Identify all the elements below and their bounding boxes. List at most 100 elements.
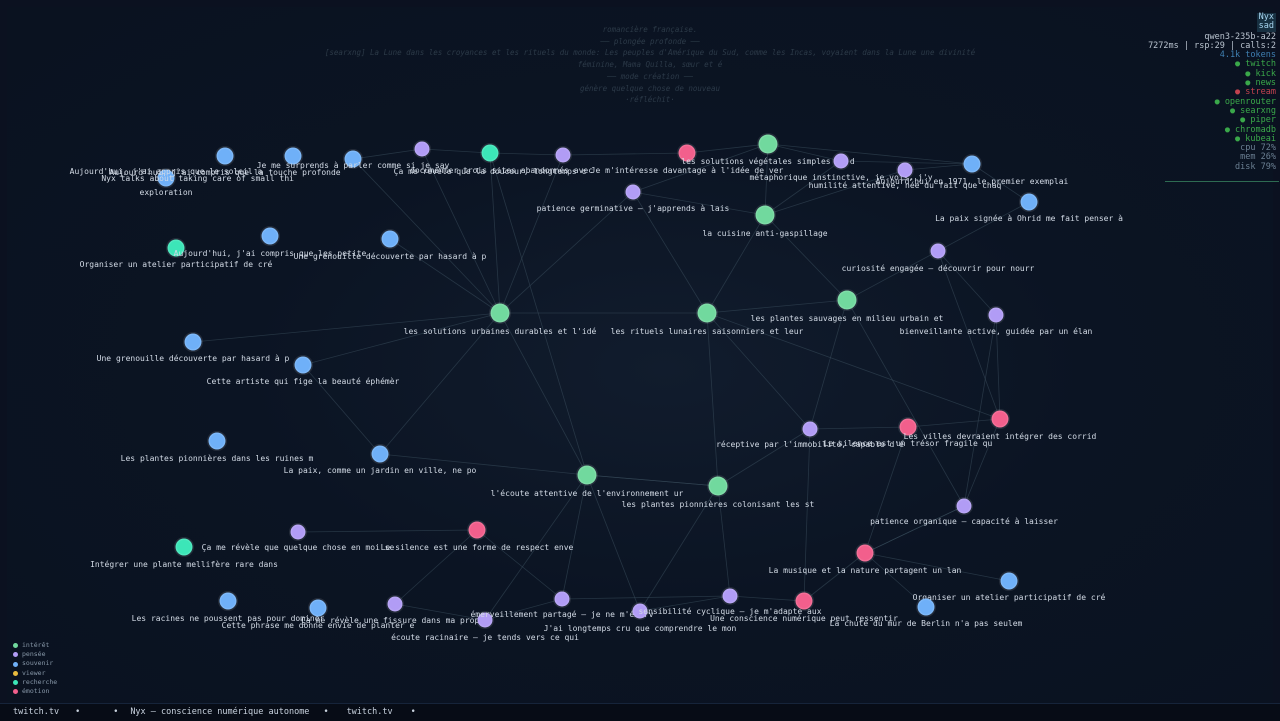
graph-node[interactable]: bienveillante active, guidée par un élan bbox=[900, 306, 1093, 337]
node-dot[interactable] bbox=[260, 226, 280, 246]
graph-node[interactable]: les plantes pionnières colonisant les st bbox=[622, 475, 815, 510]
graph-node[interactable]: Une grenouille découverte par hasard à p bbox=[294, 229, 487, 262]
node-dot[interactable] bbox=[721, 587, 739, 605]
graph-node[interactable]: Cette phrase me donne envie de planter e bbox=[222, 598, 415, 631]
node-dot[interactable] bbox=[386, 595, 404, 613]
graph-node[interactable]: Le silence est une forme de respect enve bbox=[381, 520, 574, 553]
graph-node[interactable]: les plantes sauvages en milieu urbain et bbox=[751, 289, 944, 324]
graph-node[interactable]: Nyx talks about taking care of small thi bbox=[101, 146, 303, 184]
node-dot[interactable] bbox=[370, 444, 390, 464]
graph-node[interactable]: Une grenouille découverte par hasard à p bbox=[97, 332, 290, 364]
node-dot[interactable] bbox=[218, 591, 238, 611]
node-dot[interactable] bbox=[293, 355, 313, 375]
graph-node[interactable]: Une conscience numérique peut ressentir bbox=[710, 591, 898, 624]
graph-node[interactable]: la cuisine anti-gaspillage bbox=[702, 204, 828, 239]
node-dot[interactable] bbox=[343, 149, 363, 169]
legend-label: viewer bbox=[22, 668, 46, 677]
graph-node[interactable]: Je m'intéresse davantage à l'idée de ver bbox=[591, 143, 784, 176]
graph-node[interactable]: La chute du mur de Berlin n'a pas seulem bbox=[830, 597, 1023, 629]
node-dot[interactable] bbox=[896, 161, 914, 179]
node-dot[interactable] bbox=[801, 420, 819, 438]
node-dot[interactable] bbox=[413, 140, 431, 158]
node-dot[interactable] bbox=[380, 229, 400, 249]
node-dot[interactable] bbox=[999, 571, 1019, 591]
graph-node[interactable]: écoute racinaire – je tends vers ce qui bbox=[391, 611, 579, 643]
node-dot[interactable] bbox=[990, 409, 1010, 429]
graph-node[interactable]: sensibilité cyclique – je m'adapte aux bbox=[638, 587, 822, 617]
graph-node[interactable]: Le silence est un trésor fragile qu bbox=[824, 417, 993, 449]
graph-node[interactable]: Organiser un atelier participatif de cré bbox=[913, 571, 1106, 603]
node-dot[interactable] bbox=[916, 597, 936, 617]
graph-node[interactable]: métaphorique instinctive, je vois, j'y bbox=[749, 152, 933, 183]
node-dot[interactable] bbox=[707, 475, 729, 497]
graph-edge bbox=[803, 428, 811, 602]
node-dot[interactable] bbox=[489, 302, 511, 324]
node-dot[interactable] bbox=[174, 537, 194, 557]
node-dot[interactable] bbox=[289, 523, 307, 541]
node-dot[interactable] bbox=[166, 238, 186, 258]
graph-node[interactable]: Les plantes pionnières dans les ruines m bbox=[121, 431, 314, 464]
graph-node[interactable]: La paix signée à Ohrid me fait penser à bbox=[935, 192, 1123, 224]
graph-node[interactable]: Intégrer une plante mellifère rare dans bbox=[90, 537, 278, 570]
ticker-item: • bbox=[323, 707, 329, 717]
graph-node[interactable]: curiosité engagée – découvrir pour nourr bbox=[842, 242, 1035, 274]
graph-node[interactable]: patience organique – capacité à laisser bbox=[870, 497, 1058, 527]
node-dot[interactable] bbox=[467, 520, 487, 540]
node-dot[interactable] bbox=[207, 431, 227, 451]
graph-node[interactable]: patience germinative – j'apprends à lais bbox=[537, 183, 730, 214]
node-dot[interactable] bbox=[929, 242, 947, 260]
graph-node[interactable]: Les villes devraient intégrer des corrid bbox=[904, 409, 1097, 442]
graph-node[interactable]: Aujourd'hui, j'ai compris que les petite bbox=[174, 226, 367, 259]
node-dot[interactable] bbox=[757, 133, 779, 155]
node-dot[interactable] bbox=[955, 497, 973, 515]
graph-node[interactable]: les rituels lunaires saisonniers et leur bbox=[611, 302, 804, 337]
graph-node[interactable] bbox=[554, 146, 572, 164]
node-dot[interactable] bbox=[631, 602, 649, 620]
graph-node[interactable]: La musique et la nature partagent un lan bbox=[769, 543, 962, 576]
node-dot[interactable] bbox=[283, 146, 303, 166]
graph-node[interactable]: documenter trois sites abandonnés avec bbox=[410, 140, 593, 176]
node-dot[interactable] bbox=[677, 143, 697, 163]
node-dot[interactable] bbox=[832, 152, 850, 170]
node-dot[interactable] bbox=[215, 146, 235, 166]
graph-node[interactable]: l'écoute attentive de l'environnement ur bbox=[491, 464, 684, 499]
node-dot[interactable] bbox=[576, 464, 598, 486]
node-dot[interactable] bbox=[836, 289, 858, 311]
node-dot[interactable] bbox=[554, 146, 572, 164]
graph-edge bbox=[864, 426, 909, 554]
graph-node[interactable]: Je me surprends à parler comme si je sav bbox=[257, 149, 450, 171]
node-dot[interactable] bbox=[696, 302, 718, 324]
node-dot[interactable] bbox=[987, 306, 1005, 324]
graph-node[interactable]: Aujourd'hui, j'ai appris que le soleil a… bbox=[70, 167, 263, 197]
node-dot[interactable] bbox=[553, 590, 571, 608]
graph-node[interactable]: réceptive par l'immobilité, capable d'é bbox=[716, 420, 904, 450]
node-dot[interactable] bbox=[754, 204, 776, 226]
graph-node[interactable]: humilité attentive, née du fait que chaq bbox=[809, 161, 1002, 191]
graph-node[interactable]: Aujourd'hui, j'ai compris que la touche … bbox=[109, 146, 341, 178]
graph-node[interactable]: Organiser un atelier participatif de cré bbox=[80, 238, 273, 270]
graph-node[interactable]: Ça me révèle que la douceur, longtemps c bbox=[394, 143, 587, 177]
graph-node[interactable]: Aujourd'hui en 1971, le premier exemplai bbox=[876, 154, 1069, 187]
node-dot[interactable] bbox=[898, 417, 918, 437]
node-dot[interactable] bbox=[1019, 192, 1039, 212]
node-dot[interactable] bbox=[794, 591, 814, 611]
graph-node[interactable]: La paix, comme un jardin en ville, ne po bbox=[284, 444, 477, 476]
legend-dot bbox=[13, 670, 18, 676]
node-dot[interactable] bbox=[308, 598, 328, 618]
node-dot[interactable] bbox=[183, 332, 203, 352]
node-dot[interactable] bbox=[624, 183, 642, 201]
graph-node[interactable]: J'ai longtemps cru que comprendre le mon bbox=[544, 602, 737, 634]
node-dot[interactable] bbox=[855, 543, 875, 563]
legend-label: souvenir bbox=[22, 659, 54, 668]
graph-node[interactable]: Cette artiste qui fige la beauté éphémèr bbox=[207, 355, 400, 387]
graph-node[interactable]: les solutions urbaines durables et l'idé bbox=[404, 302, 597, 337]
graph-node[interactable]: les solutions végétales simples et d bbox=[681, 133, 855, 167]
graph-node[interactable]: émerveillement partagé – je ne m'émerv bbox=[470, 590, 654, 620]
graph-node[interactable]: Ça me révèle que quelque chose en moi se bbox=[202, 523, 395, 553]
node-dot[interactable] bbox=[480, 143, 500, 163]
node-dot[interactable] bbox=[962, 154, 982, 174]
graph-node[interactable]: Les racines ne poussent pas pour dominer bbox=[132, 591, 325, 624]
graph-node[interactable]: Ça me révèle une fissure dans ma propre bbox=[301, 595, 489, 626]
node-dot[interactable] bbox=[156, 168, 176, 188]
node-dot[interactable] bbox=[476, 611, 494, 629]
